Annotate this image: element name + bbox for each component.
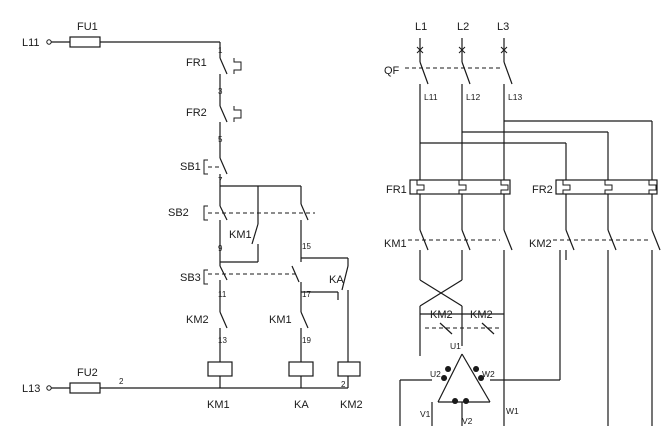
sb1-button — [203, 159, 208, 175]
km2-star-label-b: KM2 — [470, 309, 493, 321]
fr1-thermal-symbol — [233, 58, 242, 74]
fr2-contact-label: FR2 — [186, 107, 207, 119]
fuse-fu2 — [69, 382, 101, 394]
fr1-contact-label: FR1 — [186, 57, 207, 69]
phase-l1-label: L1 — [415, 21, 427, 33]
fr2-nc-contact — [219, 105, 228, 123]
winding-w1: W1 — [506, 406, 519, 416]
phase-l2-label: L2 — [457, 21, 469, 33]
coil-label-km2: KM2 — [340, 399, 363, 411]
qf-contact-3 — [503, 61, 513, 85]
km2-star-contact-2 — [481, 322, 495, 335]
node-11: 11 — [218, 290, 227, 299]
power-circuit: L1 L2 L3 QF L11 L12 L13 FR1 — [384, 21, 661, 426]
km1-holding-contact — [251, 223, 259, 245]
qf-contact-1 — [419, 61, 429, 85]
node-13: 13 — [218, 336, 227, 345]
node-2: 2 — [119, 377, 124, 386]
line-l11-label: L11 — [424, 92, 438, 102]
km2-main-contact-2 — [607, 229, 617, 251]
coil-label-km1: KM1 — [207, 399, 230, 411]
km2-star-contact-1 — [439, 322, 453, 335]
node-15: 15 — [302, 242, 311, 251]
km2-main-contact-3 — [651, 229, 661, 251]
terminal-label-l13: L13 — [22, 383, 40, 395]
winding-v1: V1 — [420, 409, 431, 419]
km2-interlock-contact — [219, 311, 228, 329]
coil-label-ka: KA — [294, 399, 309, 411]
km2-star-label-a: KM2 — [430, 309, 453, 321]
coil-km2 — [337, 361, 361, 377]
winding-w2: W2 — [482, 369, 495, 379]
qf-label: QF — [384, 65, 400, 77]
km1-main-contact-1 — [419, 229, 429, 251]
sb3-label: SB3 — [180, 272, 201, 284]
node-2-coil: 2 — [341, 380, 346, 389]
terminal-l11 — [46, 39, 52, 45]
ka-contact — [341, 265, 349, 291]
sb2-contact-right — [300, 203, 309, 221]
sb2-button — [203, 205, 208, 221]
km1-holding-label: KM1 — [229, 229, 252, 241]
km1-main-contact-2 — [461, 229, 471, 251]
sb2-label: SB2 — [168, 207, 189, 219]
fuse-label-fu1: FU1 — [77, 21, 98, 33]
node-7: 7 — [218, 176, 223, 185]
fuse-fu1 — [69, 36, 101, 48]
terminal-l13 — [46, 385, 52, 391]
winding-u1: U1 — [450, 341, 461, 351]
sb3-button — [203, 269, 208, 285]
km1-interlock-contact — [300, 311, 309, 329]
thermal-relay-fr2 — [555, 179, 658, 195]
node-1: 1 — [218, 46, 223, 55]
coil-km1 — [207, 361, 233, 377]
km2-interlock-label: KM2 — [186, 314, 209, 326]
fr1-nc-contact — [219, 57, 228, 75]
node-17: 17 — [302, 290, 311, 299]
motor-winding-triangle — [437, 353, 491, 404]
phase-l3-label: L3 — [497, 21, 509, 33]
sb1-label: SB1 — [180, 161, 201, 173]
km1-main-contact-3 — [503, 229, 513, 251]
fr2-thermal-symbol — [233, 106, 242, 122]
ka-contact-label: KA — [329, 274, 344, 286]
node-9: 9 — [218, 244, 223, 253]
km2-main-label: KM2 — [529, 238, 552, 250]
line-l12-label: L12 — [466, 92, 480, 102]
coil-ka — [288, 361, 314, 377]
winding-v2: V2 — [462, 416, 473, 426]
control-circuit: L11 FU1 1 FR1 3 FR2 5 SB1 7 S — [22, 21, 363, 411]
line-l13-label: L13 — [508, 92, 522, 102]
fr1-label: FR1 — [386, 184, 407, 196]
node-19: 19 — [302, 336, 311, 345]
km2-main-contact-1 — [565, 229, 575, 251]
thermal-relay-fr1 — [409, 179, 511, 195]
terminal-label-l11: L11 — [22, 37, 40, 49]
qf-contact-2 — [461, 61, 471, 85]
fuse-label-fu2: FU2 — [77, 367, 98, 379]
km1-main-label: KM1 — [384, 238, 407, 250]
fr2-label: FR2 — [532, 184, 553, 196]
sb3-contact-right — [291, 265, 300, 283]
km1-interlock-label: KM1 — [269, 314, 292, 326]
winding-u2: U2 — [430, 369, 441, 379]
sb1-nc-contact — [219, 157, 228, 175]
